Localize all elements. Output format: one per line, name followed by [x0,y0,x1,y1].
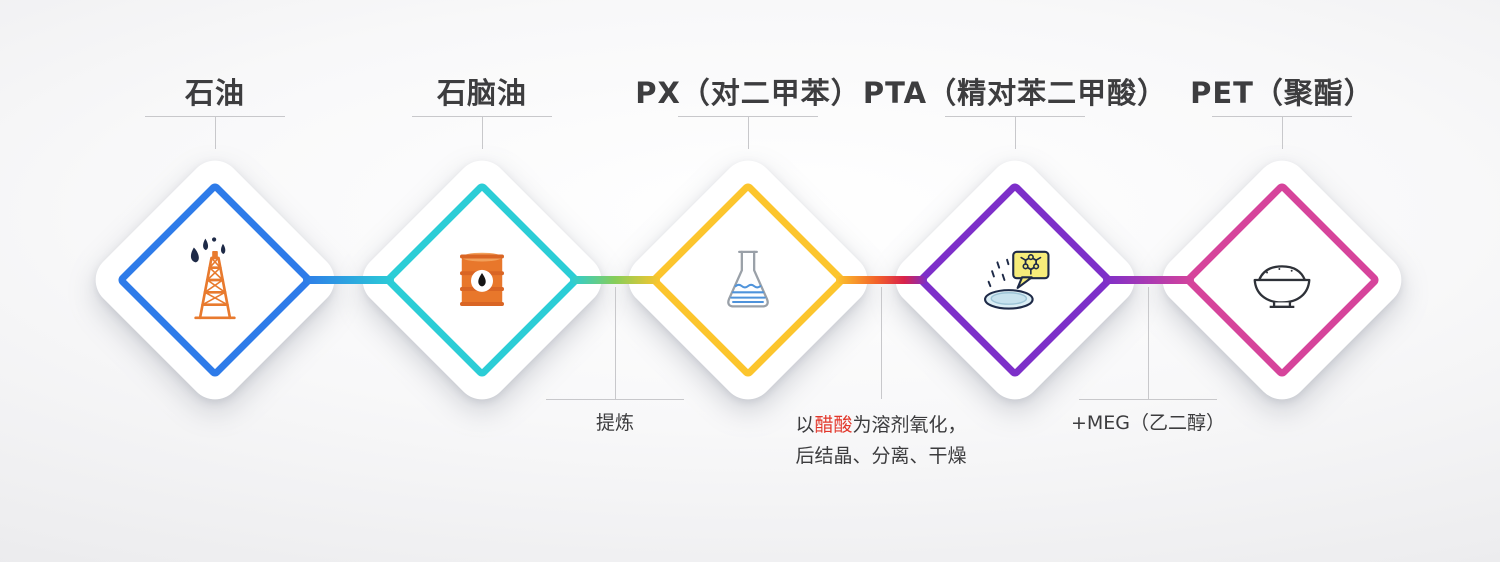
annotation-refine-rule [546,399,684,400]
bowl-icon [1238,236,1326,324]
stage-pta-label: PTA（精对苯二甲酸） [862,76,1168,110]
diamond-naphtha [351,149,613,411]
annotation-oxidation-line1: 以醋酸为溶剂氧化， [756,410,1006,441]
annotation-oxidation: 以醋酸为溶剂氧化， 后结晶、分离、干燥 [756,410,1006,472]
connector-pta-pet [1103,276,1194,284]
annotation-meg-line [1148,287,1149,399]
label-tick [1282,116,1283,149]
annotation-meg: +MEG（乙二醇） [1070,412,1226,434]
label-tick [1015,116,1016,149]
annotation-oxidation-prefix: 以 [795,414,815,436]
diamond-px [617,149,879,411]
diamond-pta [884,149,1146,411]
stage-px-label: PX（对二甲苯） [635,76,861,110]
connector-px-pta [836,276,927,284]
annotation-oxidation-suffix: 为溶剂氧化， [852,414,967,436]
label-tick [748,116,749,149]
stage-naphtha: 石脑油 [312,0,652,562]
stage-pta: PTA（精对苯二甲酸） [845,0,1185,562]
label-tick [482,116,483,149]
connector-petroleum-naphtha [303,276,394,284]
stage-naphtha-label: 石脑油 [436,76,527,110]
stage-petroleum-label: 石油 [184,76,245,110]
annotation-oxidation-highlight: 醋酸 [814,414,853,436]
petri-dish-icon [971,236,1059,324]
annotation-oxidation-line2: 后结晶、分离、干燥 [795,445,967,467]
annotation-meg-rule [1079,399,1217,400]
annotation-refine-line [615,287,616,399]
annotation-refine: 提炼 [595,412,634,434]
stage-petroleum: 石油 [45,0,385,562]
connector-naphtha-px [570,276,660,284]
flask-icon [704,236,792,324]
annotation-oxidation-line [881,287,882,399]
oil-barrel-icon [438,236,526,324]
stage-pet: PET（聚酯） [1112,0,1452,562]
diamond-pet [1151,149,1413,411]
stage-pet-label: PET（聚酯） [1190,76,1374,110]
label-tick [215,116,216,149]
oil-derrick-icon [171,236,259,324]
diamond-petroleum [84,149,346,411]
stage-px: PX（对二甲苯） [578,0,918,562]
